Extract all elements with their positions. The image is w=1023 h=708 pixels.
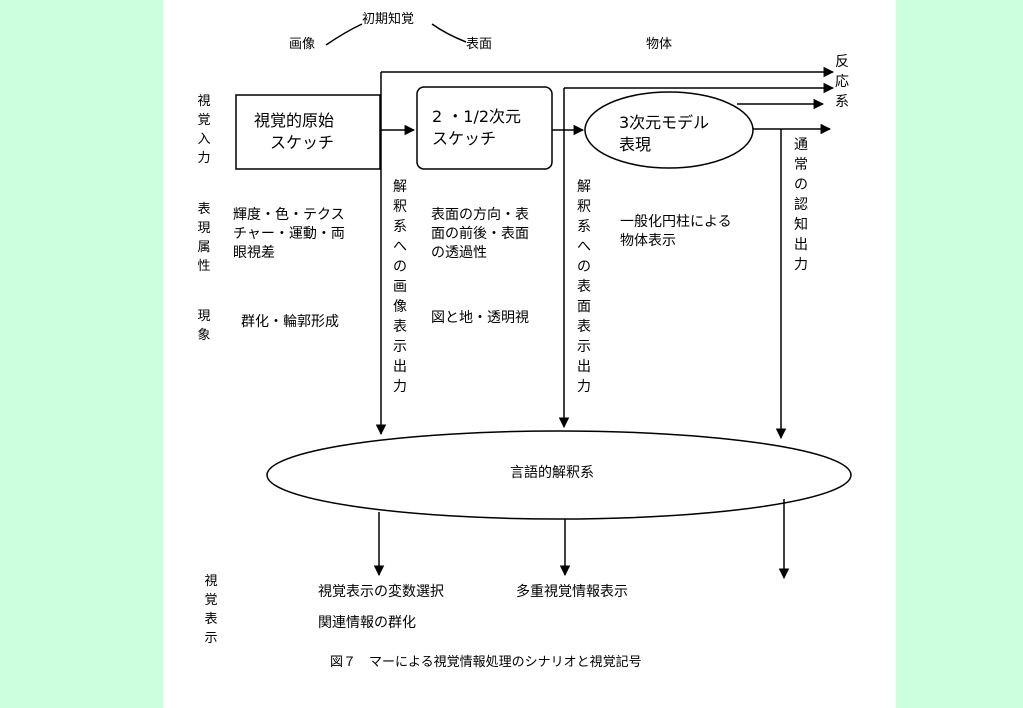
interpretation-label: 言語的解釈系	[510, 465, 594, 481]
early-perception-label: 初期知覚	[362, 12, 415, 27]
connector-right	[431, 23, 467, 43]
normal-output-label: 通常の認知出力	[794, 137, 808, 273]
visual-display-label: 視覚表示	[204, 574, 218, 646]
image-label: 画像	[289, 37, 316, 52]
model-3d-ellipse	[584, 91, 754, 169]
phenomena-col1: 群化・輪郭形成	[241, 314, 339, 330]
sketch-2-5d-label: 2 ・1/2次元 スケッチ	[432, 107, 522, 148]
phenomena-col2: 図と地・透明視	[431, 310, 529, 326]
connector-left	[325, 23, 363, 46]
visual-input-label: 視覚入力	[197, 94, 211, 166]
display-item-3: 多重視覚情報表示	[516, 584, 628, 600]
diagram-panel	[163, 0, 896, 708]
attributes-label: 表現属性	[197, 202, 211, 274]
attributes-col3: 一般化円柱による 物体表示	[620, 214, 732, 249]
surface-label: 表面	[466, 37, 493, 52]
attributes-col1: 輝度・色・テクス チャー・運動・両 眼視差	[233, 207, 345, 261]
attributes-col2: 表面の方向・表 面の前後・表面 の透過性	[431, 207, 529, 261]
figure-caption: 図７ マーによる視覚情報処理のシナリオと視覚記号	[330, 655, 642, 670]
reaction-system-label: 反応系	[835, 54, 849, 110]
display-item-2: 関連情報の群化	[318, 615, 416, 631]
model-3d-label: 3次元モデル 表現	[619, 113, 710, 154]
display-item-1: 視覚表示の変数選択	[318, 584, 444, 600]
image-output-label: 解釈系への画像表示出力	[393, 179, 407, 395]
sketch-2-5d-box	[416, 86, 553, 170]
interpretation-ellipse	[266, 430, 852, 520]
phenomena-label: 現象	[197, 309, 211, 343]
object-label: 物体	[646, 37, 673, 52]
primal-sketch-box	[235, 94, 381, 170]
primal-sketch-label: 視覚的原始 スケッチ	[254, 111, 335, 152]
surface-output-label: 解釈系への表面表示出力	[577, 179, 591, 395]
